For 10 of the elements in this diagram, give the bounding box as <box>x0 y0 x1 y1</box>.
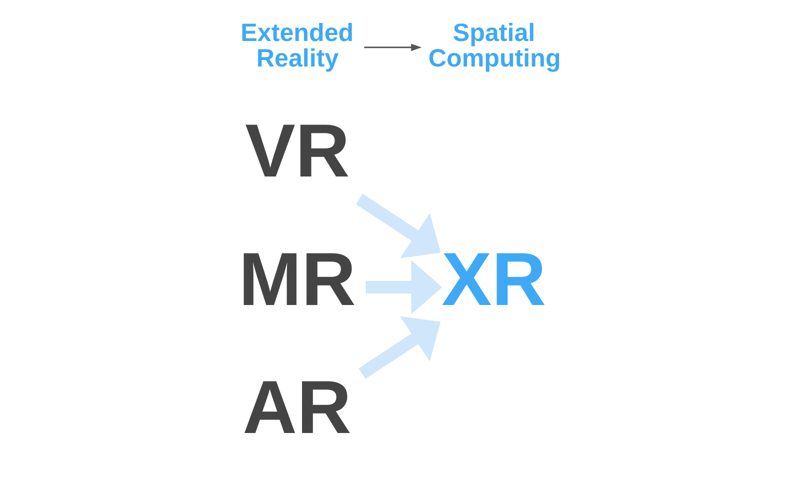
node-text: MR <box>238 236 356 321</box>
node-text: VR <box>244 108 350 193</box>
arrow <box>364 44 422 52</box>
arrow <box>358 316 440 379</box>
node-text: AR <box>242 364 351 449</box>
arrow <box>355 194 440 258</box>
node-text: Extended Reality <box>240 19 354 72</box>
arrow <box>365 260 442 314</box>
node-text: Spatial Computing <box>428 19 560 72</box>
node-text: XR <box>441 236 546 321</box>
